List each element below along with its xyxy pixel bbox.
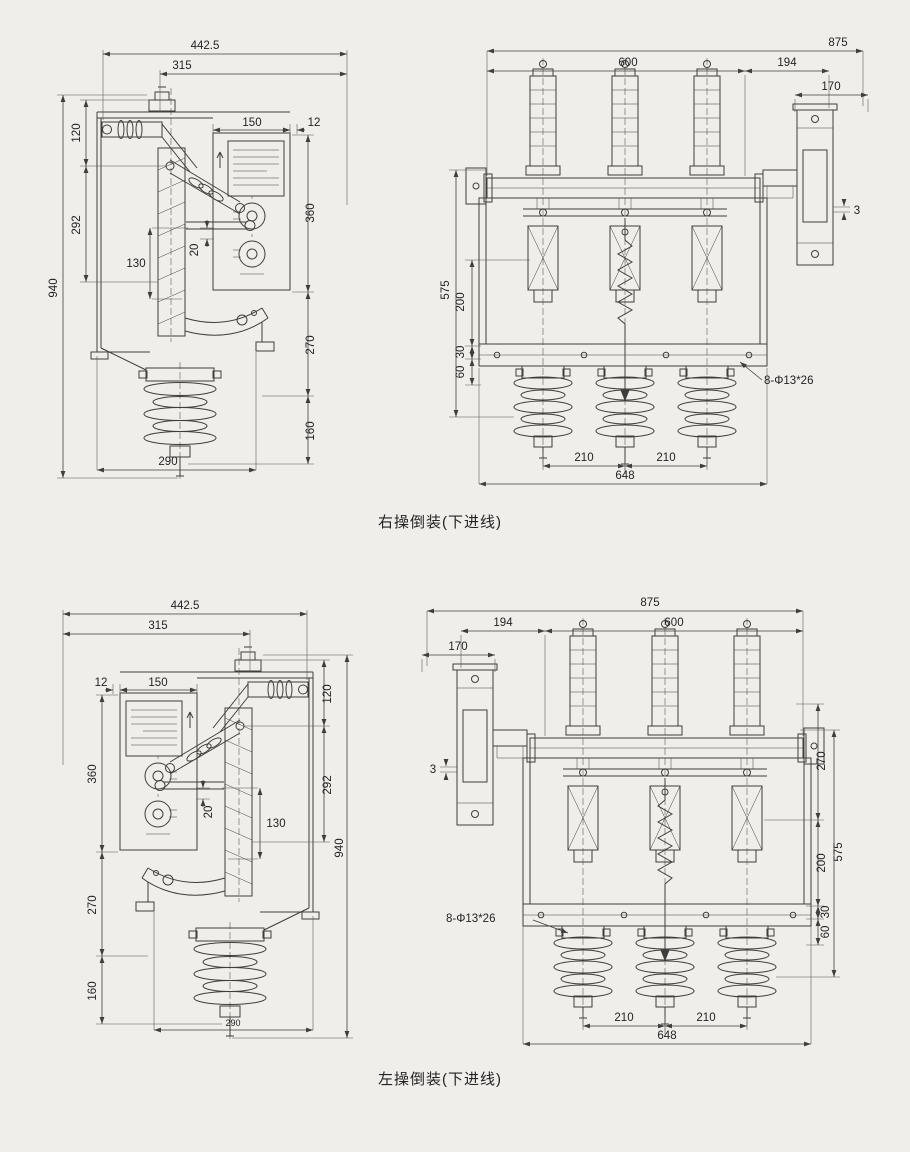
dim-rail-lower: 60 [820,926,832,939]
dim-total-width: 442.5 [191,40,220,52]
dim-link-offset: 20 [189,244,201,257]
dim-base-width: 648 [615,470,634,482]
dim-base-width: 648 [657,1030,676,1042]
view-bottom-front: 875 194 600 170 3 270 575 200 30 60 8-Φ1… [421,597,845,1047]
dim-phase-pitch-left: 210 [574,452,593,464]
extension-lines [62,610,353,1039]
front-view-drawing-mirrored [452,617,825,1035]
dim-rail-lower: 60 [455,366,467,379]
view-bottom-side: 442.5 315 12 150 120 292 940 360 130 20 … [62,600,353,1041]
dim-link-travel: 130 [126,258,145,270]
dim-frame-width: 315 [172,60,191,72]
dim-frame-width: 600 [664,617,683,629]
dim-overall-height: 575 [440,280,452,299]
dim-total-width: 442.5 [171,600,200,612]
dim-overall-height: 575 [833,842,845,861]
view-top-side: 442.5 315 120 292 940 150 12 360 130 20 … [48,40,348,481]
dim-mid-section: 270 [87,895,99,914]
dim-mech-width: 170 [448,641,467,653]
dim-top-offset: 120 [71,123,83,142]
dim-mech-offset: 194 [493,617,513,629]
dim-panel-height: 360 [87,764,99,783]
dim-rail-upper: 30 [455,346,467,359]
extension-lines [421,611,840,1044]
dim-lower-section: 160 [305,421,317,440]
dim-pole-section: 200 [816,853,828,872]
dim-base-depth: 290 [158,456,177,468]
dim-lower-section: 160 [87,981,99,1000]
dim-frame-width: 600 [618,57,637,69]
side-view-drawing-mirrored [119,646,320,1041]
dimension-labels: 442.5 315 12 150 120 292 940 360 130 20 … [87,600,346,1028]
dimension-lines [62,611,350,1039]
dim-link-travel: 130 [266,818,285,830]
view-top-front: 875 600 194 170 575 200 30 60 3 8-Φ13*26… [440,37,869,487]
dim-top-offset: 120 [322,684,334,703]
caption-bottom: 左操倒装(下进线) [378,1071,502,1088]
dim-overall-height: 940 [334,838,346,857]
side-view-drawing [90,86,291,481]
dim-panel-height: 360 [305,203,317,222]
dimension-lines [453,48,869,487]
dim-gap: 3 [854,205,860,217]
dim-rail-upper: 30 [820,906,832,919]
dim-panel-gap: 12 [95,677,108,689]
dim-pole-section: 200 [455,292,467,311]
dimension-labels: 875 194 600 170 3 270 575 200 30 60 8-Φ1… [430,597,845,1042]
dim-frame-width: 315 [148,620,167,632]
dim-link-offset: 20 [203,806,215,819]
dimension-lines [421,608,837,1047]
dim-phase-pitch-left: 210 [614,1012,633,1024]
dim-side-height: 270 [816,751,828,770]
dim-phase-pitch-right: 210 [696,1012,715,1024]
extension-lines [449,51,869,484]
front-view-drawing [465,57,838,475]
hole-note: 8-Φ13*26 [446,913,495,925]
dimension-labels: 442.5 315 120 292 940 150 12 360 130 20 … [48,40,320,468]
dim-base-depth: 290 [225,1018,240,1028]
dim-mid-section: 270 [305,335,317,354]
dim-gap: 3 [430,764,436,776]
dim-mech-offset: 194 [777,57,797,69]
dim-panel-width: 150 [242,117,261,129]
dim-panel-gap: 12 [308,117,321,129]
dim-upper-section: 292 [71,215,83,234]
dim-panel-width: 150 [148,677,167,689]
dim-total-width: 875 [640,597,659,609]
caption-top: 右操倒装(下进线) [378,514,502,531]
dim-upper-section: 292 [322,775,334,794]
dim-mech-width: 170 [821,81,840,93]
dimension-lines [60,51,348,479]
dim-phase-pitch-right: 210 [656,452,675,464]
dim-overall-height: 940 [48,278,60,297]
dimension-labels: 875 600 194 170 575 200 30 60 3 8-Φ13*26… [440,37,860,482]
hole-note: 8-Φ13*26 [764,375,813,387]
dim-total-width: 875 [828,37,847,49]
